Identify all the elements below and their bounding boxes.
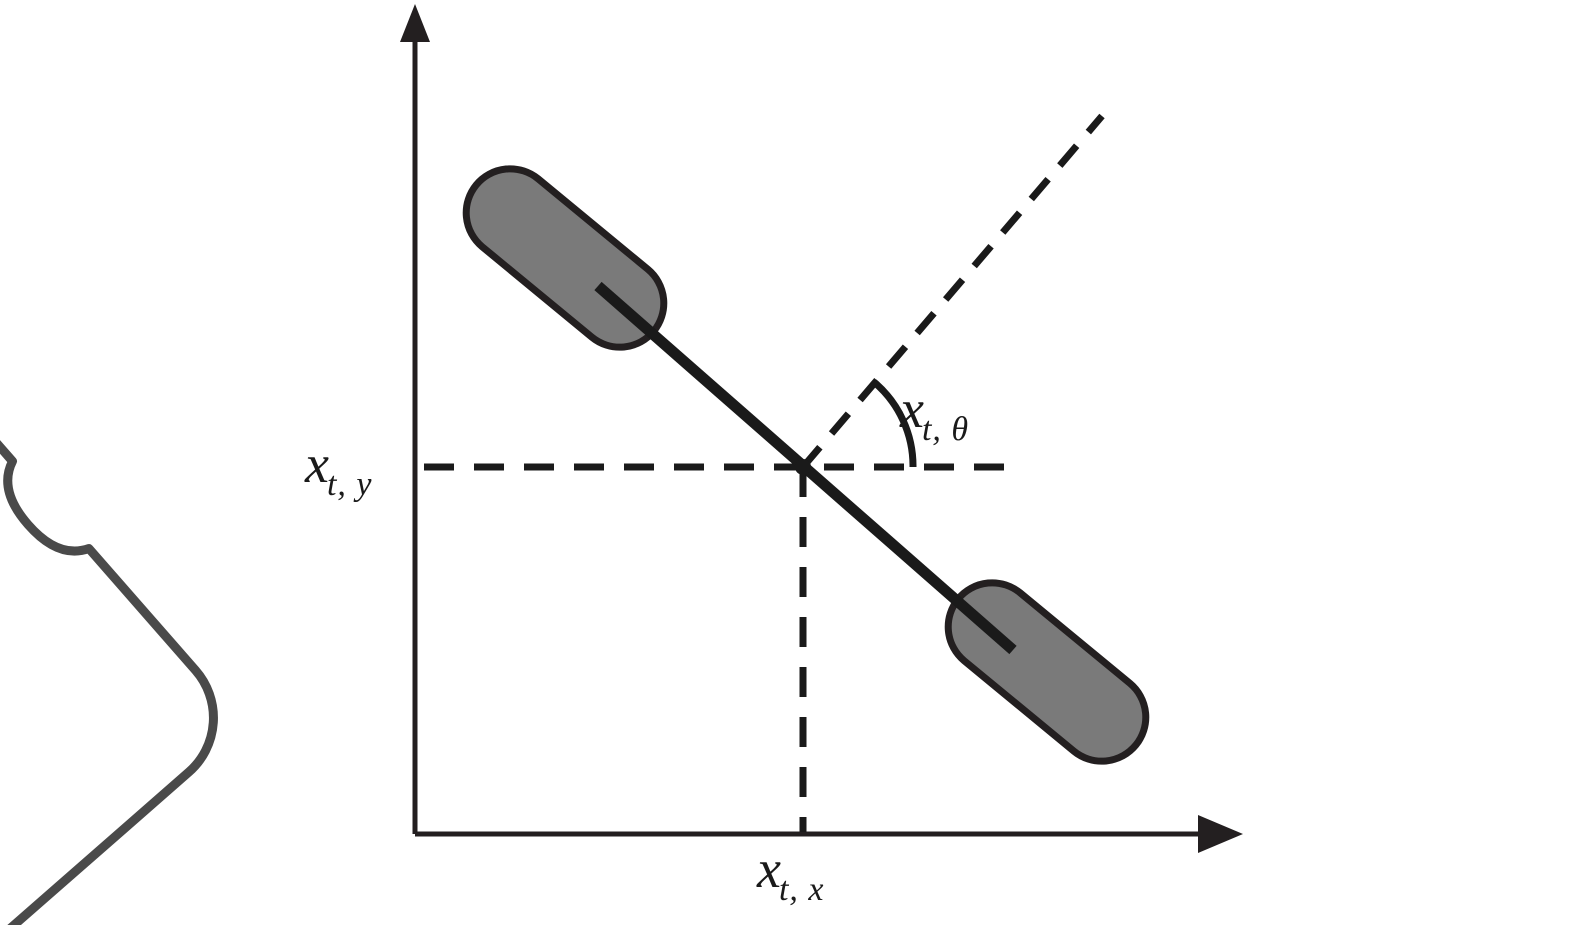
heading-ray bbox=[800, 113, 1105, 470]
x-axis-arrowhead bbox=[1198, 815, 1243, 853]
coordinate-axes bbox=[400, 4, 1243, 853]
label-x-t-theta: xt, θ bbox=[900, 378, 971, 448]
label-x-t-x: xt, x bbox=[757, 838, 827, 908]
label-x-t-y-base: x bbox=[305, 434, 329, 494]
label-x-t-theta-base: x bbox=[900, 379, 924, 439]
robot-body bbox=[0, 310, 218, 925]
robot-body-outline bbox=[0, 310, 218, 925]
right-wheel-body bbox=[944, 579, 1150, 765]
label-x-t-theta-sub: t, θ bbox=[921, 411, 970, 449]
theta-arc bbox=[871, 379, 917, 468]
label-x-t-y-sub: t, y bbox=[326, 466, 373, 504]
right-wheel bbox=[944, 579, 1150, 765]
y-axis-arrowhead bbox=[400, 4, 430, 42]
label-x-t-x-sub: t, x bbox=[778, 871, 825, 909]
robot-center-point bbox=[795, 459, 811, 475]
label-x-t-y: xt, y bbox=[305, 433, 375, 503]
label-x-t-x-base: x bbox=[757, 839, 781, 899]
